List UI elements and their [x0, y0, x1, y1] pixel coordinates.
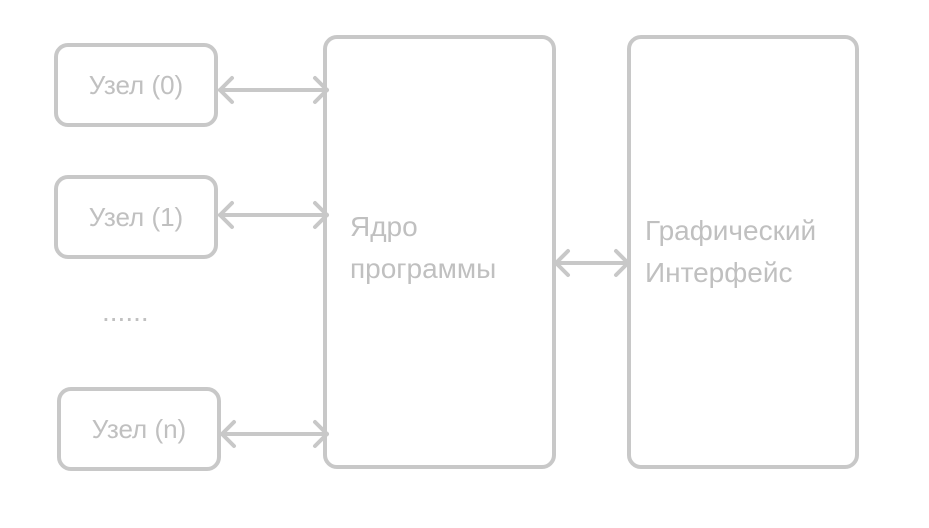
arrow-node-n-core [220, 420, 329, 448]
node-0-box: Узел (0) [54, 43, 218, 127]
gui-label-line2: Интерфейс [645, 257, 793, 288]
arrow-core-gui [554, 249, 630, 277]
gui-label: Графический Интерфейс [645, 210, 816, 294]
ellipsis: ...... [102, 296, 149, 327]
arrow-node-1-core [218, 201, 329, 229]
node-1-box: Узел (1) [54, 175, 218, 259]
node-n-box: Узел (n) [57, 387, 221, 471]
core-label-line1: Ядро [350, 211, 418, 242]
core-box [323, 35, 556, 469]
core-label-line2: программы [350, 253, 497, 284]
node-1-label: Узел (1) [88, 201, 184, 232]
gui-box [627, 35, 859, 469]
core-label: Ядро программы [350, 206, 496, 290]
gui-label-line1: Графический [645, 215, 817, 246]
node-0-label: Узел (0) [88, 69, 184, 100]
arrow-node-0-core [218, 76, 329, 104]
node-n-label: Узел (n) [91, 413, 187, 444]
